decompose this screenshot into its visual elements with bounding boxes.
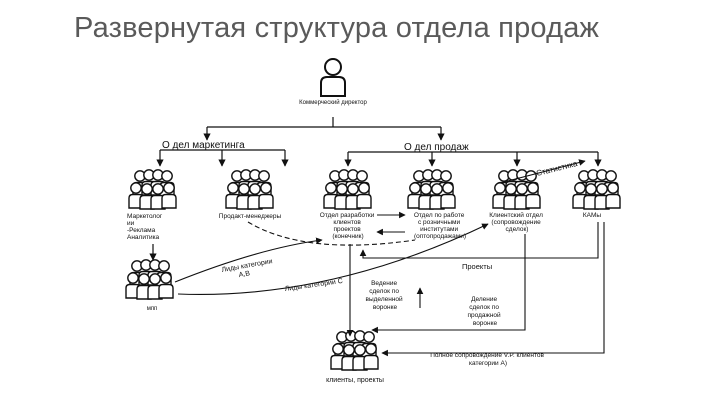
- funnel-label: Ведение сделок по выделенной воронке: [366, 280, 405, 311]
- director-icon: [320, 58, 346, 97]
- sales-dept-label: О дел продаж: [404, 142, 469, 153]
- director-label: Коммерческий директор: [299, 99, 367, 106]
- statistics-label: Статистика: [535, 159, 578, 178]
- marketers-label: Маркетолог ии -Реклама Аналитика: [127, 213, 164, 241]
- marketers-group-icon: [129, 170, 176, 209]
- dev-dept-label: Отдел разработки клиентов проектов (коне…: [320, 211, 376, 240]
- support-label: Полное сопровождение V.P. клиентов катег…: [430, 352, 546, 367]
- projects-label: Проекты: [462, 262, 492, 271]
- kam-group-icon: [573, 170, 620, 209]
- inst-dept-group-icon: [408, 170, 455, 209]
- mpp-label: мпп: [147, 306, 158, 312]
- category-c-label: Лиды категории С: [284, 278, 343, 293]
- category-ab-label: Лиды категории А,В: [221, 258, 276, 282]
- product-managers-label: Продакт-менеджеры: [219, 213, 282, 220]
- product-managers-group-icon: [226, 170, 273, 209]
- mpp-group-icon: [126, 260, 173, 299]
- kam-label: КАМы: [583, 212, 602, 219]
- client-dept-label: Клиентский отдел (сопровождение сделок): [489, 211, 545, 233]
- clients-label: клиенты, проекты: [326, 377, 384, 384]
- clients-group-icon: [331, 331, 378, 370]
- marketing-dept-label: О дел маркетинга: [162, 140, 245, 151]
- inst-dept-label: Отдел по работе с розничными институтами…: [414, 211, 466, 240]
- flow-lines: [174, 159, 605, 357]
- client-dept-group-icon: [493, 170, 540, 209]
- split-label: Деление сделок по продажной воронке: [467, 296, 502, 327]
- hierarchy-lines: [149, 117, 602, 261]
- dev-dept-group-icon: [324, 170, 371, 209]
- slide-title: Развернутая структура отдела продаж: [74, 12, 600, 44]
